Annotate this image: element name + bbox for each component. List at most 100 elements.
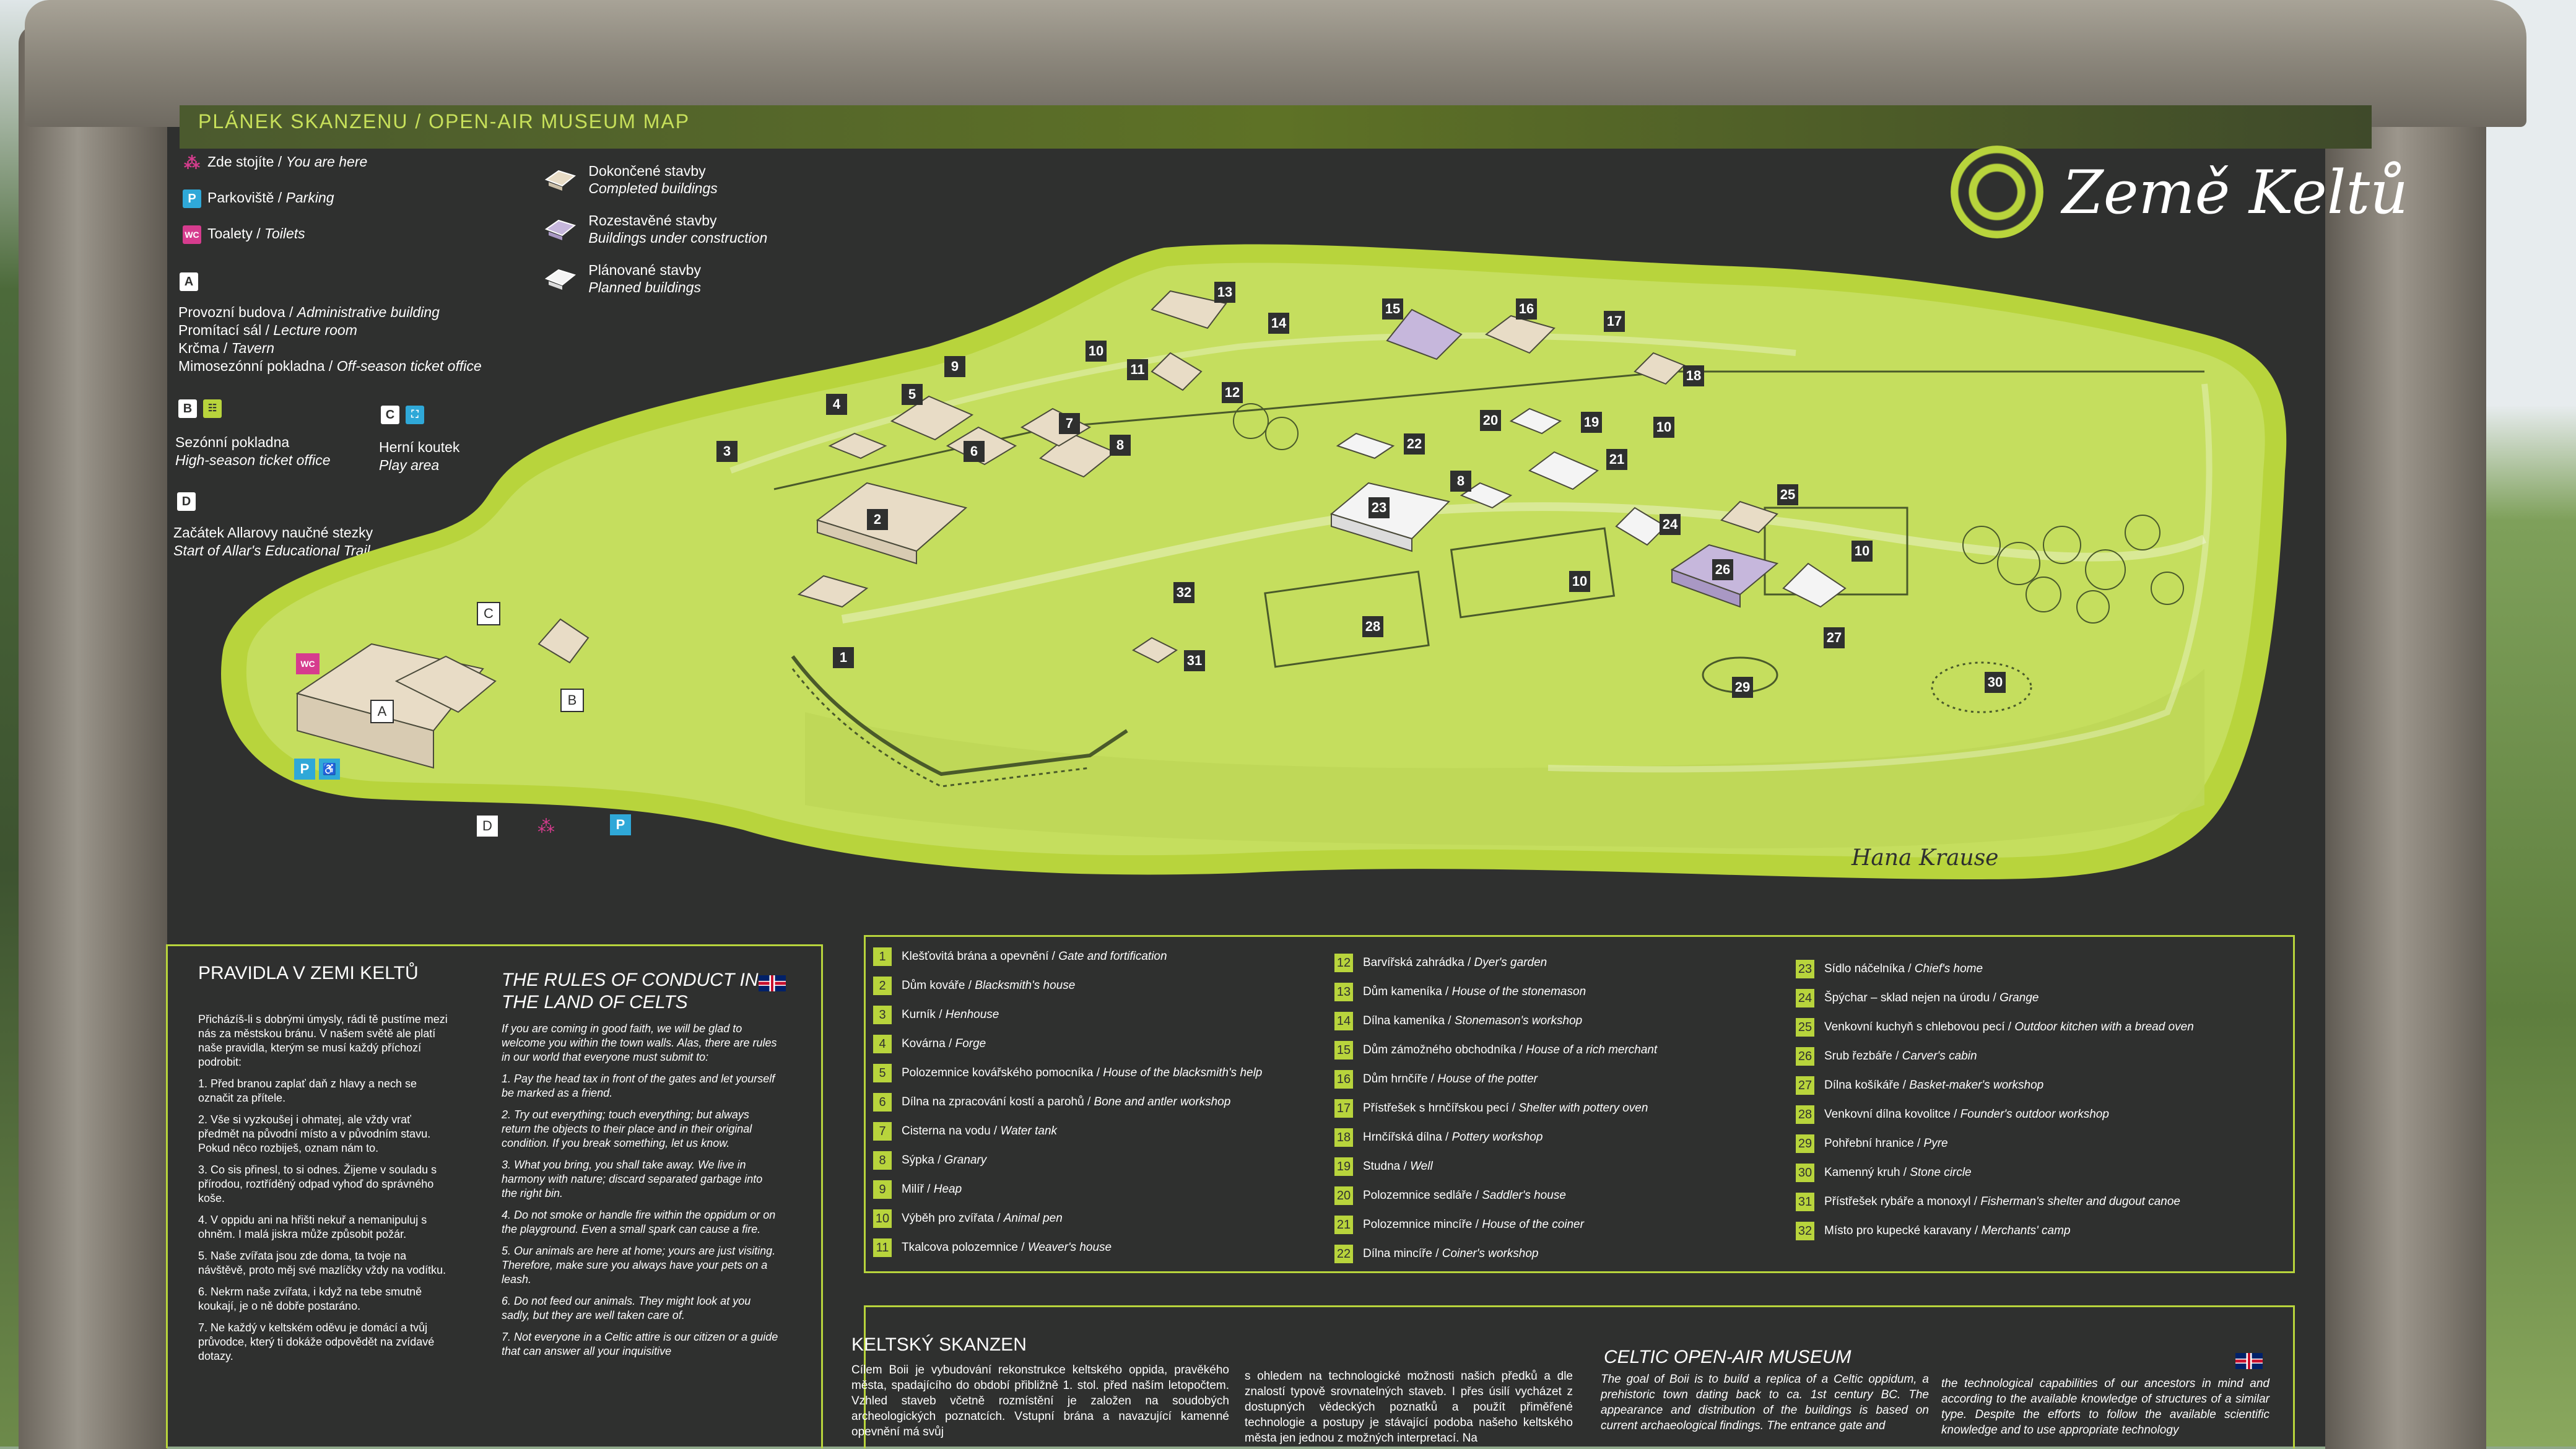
road-upper [729,332,1796,474]
map-label-31: 31 [1184,650,1205,671]
legend-d: D [177,492,202,511]
building-8b [1460,482,1513,509]
map-label-19: 19 [1581,412,1602,433]
map-label-1: 1 [833,647,854,668]
footprints-icon: ⁂ [184,154,200,172]
stone-circle-30 [1931,661,2032,713]
play-area-icon: ⛶ [406,406,424,424]
wooden-post-right [2325,37,2486,1449]
map-letter-a: A [370,700,394,723]
map-signature: Hana Krause [1852,845,1999,871]
uk-flag-icon-2 [2235,1353,2263,1369]
museum-text-en-2: the technological capabilities of our an… [1941,1377,2269,1437]
map-label-29: 29 [1732,677,1753,698]
field-28 [1264,570,1430,668]
field-10a [1450,527,1616,619]
building-8 [1020,407,1092,447]
building-13 [1151,290,1227,329]
building-15 [1386,308,1463,360]
map-label-7: 7 [1059,413,1080,434]
map-label-16: 16 [1516,298,1537,320]
map-parking-icon-2: P [610,814,631,835]
map-label-10d: 10 [1653,417,1674,438]
map-label-30: 30 [1985,672,2006,693]
building-20 [1509,407,1562,435]
map-label-22: 22 [1404,433,1425,455]
building-21 [1528,451,1599,490]
buildings-planned [1329,407,1847,608]
map-label-10: 10 [1086,341,1107,362]
map-label-6: 6 [964,441,985,462]
map-label-15: 15 [1382,298,1403,320]
building-4 [828,432,887,459]
map-label-4: 4 [826,394,847,415]
tree [1962,526,2001,564]
map-label-21: 21 [1606,449,1627,470]
map-letter-b: B [560,689,584,712]
map-label-8b: 8 [1450,471,1471,492]
fortification-palisade [791,668,1090,788]
building-1 [797,575,869,608]
legend-c: C⛶ [381,406,430,424]
tree [2026,577,2061,612]
map-land [246,263,2265,858]
map-toilets-icon: WC [296,653,320,674]
building-16 [1485,315,1556,354]
legend-a-text: Provozní budova / Administrative buildin… [178,304,482,374]
parking-icon: P [183,189,201,208]
map-label-8: 8 [1110,435,1131,456]
map-you-are-here-icon: ⁂ [537,817,555,836]
building-25 [1720,500,1778,534]
buildings-list-panel [864,935,2295,1273]
rules-title-cz: PRAVIDLA V ZEMI KELTŮ [198,963,419,983]
building-2-wall [817,519,917,565]
planned-building-icon [545,269,576,290]
celtic-knot-logo-icon [1951,146,2043,238]
museum-text-cz-1: Cílem Boii je vybudování rekonstrukce ke… [851,1364,1229,1438]
map-parking-icon: P [294,759,315,780]
map-label-25: 25 [1777,484,1798,505]
fortification-wall [791,655,1128,777]
map-label-27: 27 [1824,627,1845,648]
logo-text: Země Keltů [2062,158,2408,227]
map-label-10b: 10 [1569,571,1590,592]
ticket-office-icon: ☷ [203,399,222,418]
museum-title-cz: KELTSKÝ SKANZEN [851,1334,1027,1355]
tree [2076,590,2110,624]
building-26-wall [1671,568,1741,608]
tree [2151,572,2184,605]
rules-title-en: THE RULES OF CONDUCT IN THE LAND OF CELT… [502,970,759,1012]
tree [2085,549,2126,590]
rules-text-en: If you are coming in good faith, we will… [502,1022,778,1357]
museum-panel [864,1305,2295,1448]
map-label-10c: 10 [1852,541,1873,562]
legend-b: B☷ [178,399,228,418]
map-letter-d: D [476,814,499,838]
